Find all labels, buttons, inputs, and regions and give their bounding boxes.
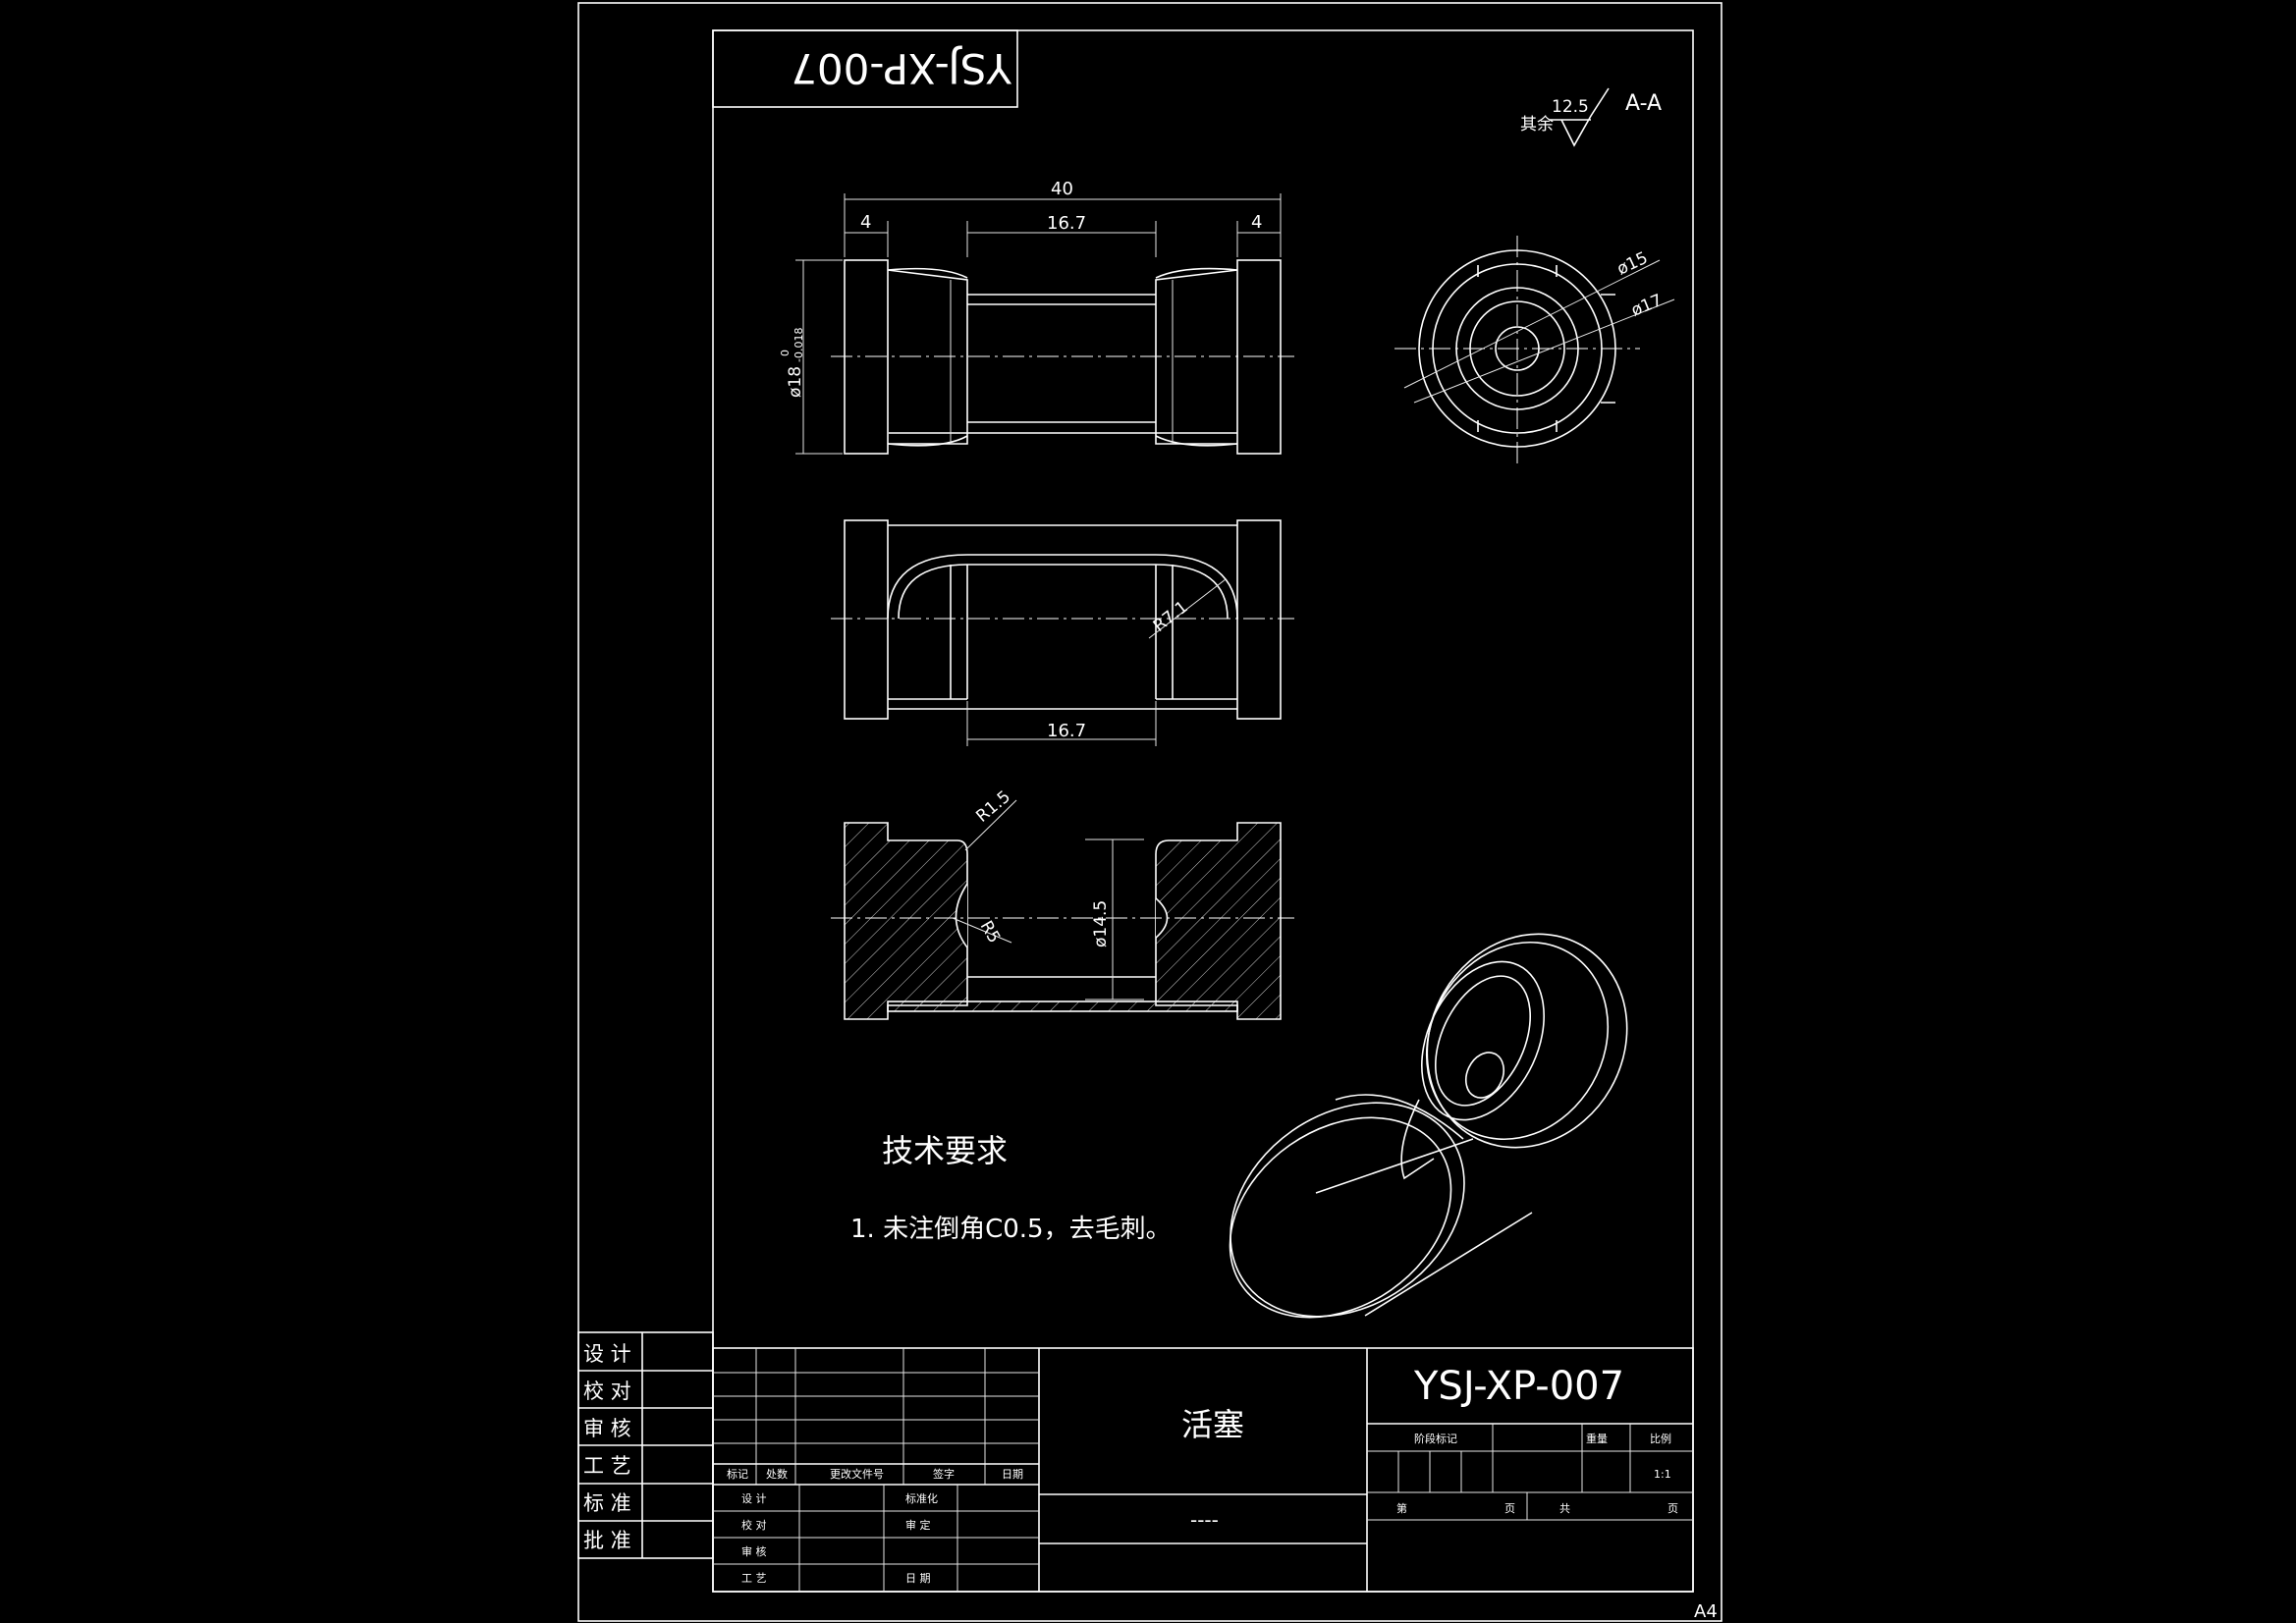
drawing-number: YSJ-XP-007 (1413, 1364, 1624, 1409)
dim-overall-length: 40 (1051, 179, 1073, 199)
side-label-1: 设 计 (583, 1342, 631, 1366)
page-label-2: 页 (1667, 1502, 1678, 1515)
side-label-3: 审 核 (583, 1417, 631, 1440)
rev-header-2: 处数 (766, 1468, 788, 1481)
sign-left-3: 审 核 (741, 1544, 767, 1558)
dim-dia-14-5: ø14.5 (1091, 900, 1111, 947)
scale-value: 1:1 (1654, 1468, 1671, 1481)
side-label-2: 校 对 (583, 1380, 631, 1403)
roughness-note: 其余 12.5 A-A (1520, 87, 1662, 147)
rev-header-3: 更改文件号 (830, 1467, 884, 1481)
weight-label: 重量 (1586, 1432, 1608, 1445)
sign-right-4: 日 期 (905, 1572, 931, 1585)
side-label-4: 工 艺 (583, 1454, 631, 1478)
material: ---- (1190, 1508, 1219, 1532)
mirrored-drawing-number: YSJ-XP-007 (791, 44, 1012, 92)
section-label: A-A (1625, 91, 1662, 116)
mirrored-number-box: YSJ-XP-007 (712, 29, 1018, 108)
dim-end-right: 4 (1251, 212, 1262, 233)
sheet-label: 第 (1396, 1501, 1407, 1515)
stage-label: 阶段标记 (1414, 1432, 1457, 1445)
dim-diameter-tol-lower: -0.018 (793, 328, 805, 362)
roughness-value: 12.5 (1552, 97, 1589, 117)
part-name: 活塞 (1181, 1406, 1244, 1443)
rev-header-5: 日期 (1002, 1468, 1023, 1481)
isometric-view (1229, 933, 1628, 1319)
rev-header-4: 签字 (933, 1467, 955, 1481)
dim-middle-top: 16.7 (1047, 213, 1086, 234)
sign-left-2: 校 对 (741, 1518, 767, 1532)
end-view: ø15 ø17 (1394, 236, 1675, 466)
tech-title: 技术要求 (882, 1132, 1008, 1169)
dim-radius-5: R5 (976, 918, 1005, 947)
dim-dia-15: ø15 (1614, 248, 1651, 280)
title-block: 标记 处数 更改文件号 签字 日期 设 计 标准化 校 对 审 定 审 核 工 … (712, 1347, 1694, 1593)
roughness-prefix: 其余 (1520, 115, 1554, 135)
front-view: 40 4 4 16.7 ø18 0 -0.018 (779, 179, 1294, 455)
side-label-5: 标 准 (583, 1491, 631, 1515)
side-label-6: 批 准 (583, 1529, 631, 1552)
section-view: ø14.5 R1.5 R5 (831, 787, 1294, 1020)
top-view: R7.1 16.7 (831, 519, 1294, 746)
dim-middle-bottom: 16.7 (1047, 721, 1086, 741)
roughness-symbol (1550, 87, 1610, 147)
dim-dia-17: ø17 (1628, 291, 1665, 321)
dim-end-left: 4 (860, 212, 871, 233)
sign-right-1: 标准化 (905, 1491, 938, 1505)
sign-left-4: 工 艺 (741, 1572, 767, 1585)
scale-label: 比例 (1650, 1432, 1671, 1445)
page-label: 页 (1504, 1502, 1515, 1515)
dim-diameter-tol-upper: 0 (779, 350, 792, 356)
sign-left-1: 设 计 (741, 1492, 767, 1505)
total-label: 共 (1559, 1502, 1570, 1515)
tech-item-1: 1. 未注倒角C0.5，去毛刺。 (850, 1215, 1172, 1244)
side-block: 设 计 校 对 审 核 工 艺 标 准 批 准 (577, 1331, 714, 1559)
sign-right-2: 审 定 (905, 1518, 931, 1532)
dim-radius-1-5: R1.5 (972, 787, 1014, 827)
dim-diameter-main: ø18 (786, 366, 805, 398)
tech-requirements: 技术要求 1. 未注倒角C0.5，去毛刺。 (850, 1132, 1172, 1244)
rev-header-1: 标记 (727, 1467, 748, 1481)
paper-size: A4 (1694, 1601, 1718, 1622)
